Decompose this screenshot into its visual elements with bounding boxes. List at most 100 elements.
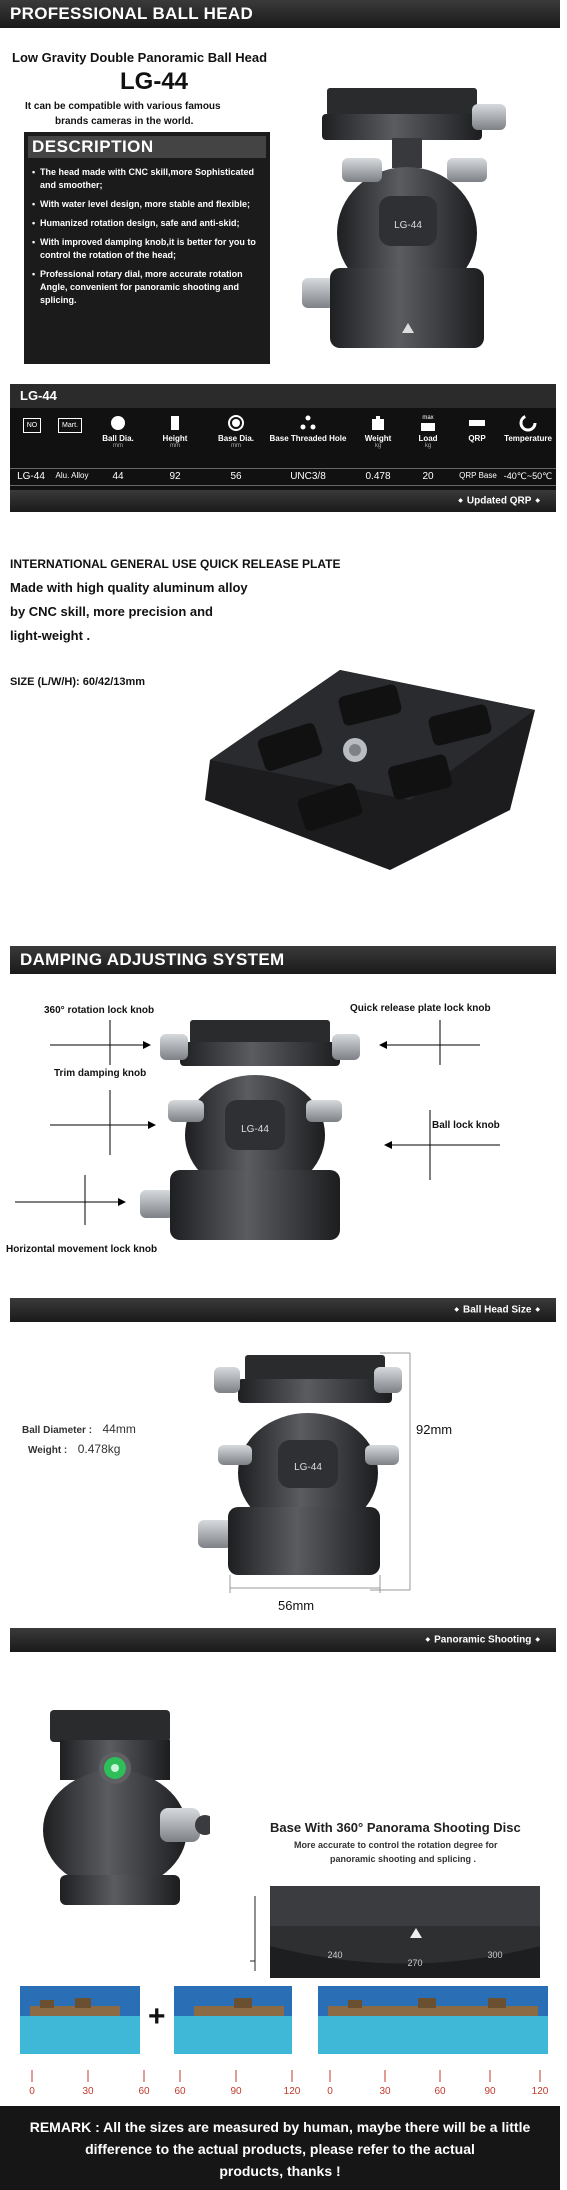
remark-line: REMARK : All the sizes are measured by h… <box>29 2119 531 2135</box>
description-panel: DESCRIPTION The head made with CNC skill… <box>24 132 270 364</box>
compat-line-2: brands cameras in the world. <box>55 116 194 127</box>
dial-mark: 240 <box>327 1950 342 1960</box>
panorama-title: Base With 360° Panorama Shooting Disc <box>270 1820 521 1835</box>
scale-mark: 60 <box>174 2086 186 2097</box>
spec-value: Alu. Alloy <box>55 471 89 480</box>
spec-col-material: Mart. <box>54 414 86 433</box>
product-subtitle: Low Gravity Double Panoramic Ball Head <box>12 50 268 65</box>
spec-value: UNC3/8 <box>290 471 326 482</box>
banner-title: PROFESSIONAL BALL HEAD <box>10 4 254 23</box>
remark-line: difference to the actual products, pleas… <box>85 2141 475 2157</box>
scale-mark: 120 <box>532 2086 549 2097</box>
load-icon: max <box>419 414 437 432</box>
weight-value: 0.478kg <box>77 1442 121 1456</box>
qrp-line: Made with high quality aluminum alloy <box>10 580 248 595</box>
top-banner: PROFESSIONAL BALL HEAD <box>0 0 560 28</box>
damping-banner: DAMPING ADJUSTING SYSTEM <box>10 946 556 974</box>
quick-release-plate-photo <box>205 670 535 870</box>
updated-qrp-banner: Updated QRP <box>10 490 556 512</box>
scale-mark: 120 <box>284 2086 301 2097</box>
thread-icon <box>299 414 317 432</box>
scale-mark: 90 <box>230 2086 242 2097</box>
ball-head-photo: LG-44 <box>302 88 506 348</box>
panorama-disc-detail: 240 270 300 <box>250 1886 540 1978</box>
angle-scales: 0 30 60 60 90 120 0 30 60 90 120 <box>29 2070 549 2097</box>
qrp-title: INTERNATIONAL GENERAL USE QUICK RELEASE … <box>10 557 341 571</box>
height-icon <box>166 414 184 432</box>
ball-diameter-value: 44mm <box>102 1422 136 1436</box>
plus-icon: + <box>148 2000 166 2033</box>
spec-value: LG-44 <box>17 471 45 482</box>
ball-head-size-banner: Ball Head Size <box>10 1298 556 1322</box>
panorama-sub-2: panoramic shooting and splicing . <box>330 1854 477 1864</box>
damping-diagram: LG-44 <box>15 1020 500 1240</box>
base-dimension: 56mm <box>278 1598 315 1613</box>
spec-header: LG-44 <box>10 384 556 408</box>
panorama-head-photo <box>43 1710 210 1905</box>
spec-value: 56 <box>230 471 242 482</box>
description-title: DESCRIPTION <box>28 136 266 158</box>
spec-col-no: NO <box>18 414 46 433</box>
weight-icon <box>369 414 387 432</box>
spec-col-ball: Ball Dia. mm <box>88 414 148 449</box>
dial-mark: 270 <box>407 1958 422 1968</box>
description-item: With improved damping knob,it is better … <box>32 236 262 262</box>
spec-col-qrp: QRP <box>456 414 498 443</box>
description-item: With water level design, more stable and… <box>32 198 262 211</box>
description-item: The head made with CNC skill,more Sophis… <box>32 166 262 192</box>
spec-value: 92 <box>169 471 181 482</box>
qrp-line: light-weight . <box>10 628 91 643</box>
remark-panel: REMARK : All the sizes are measured by h… <box>0 2106 560 2190</box>
banner-label: Updated QRP <box>458 490 540 513</box>
head-engraving: LG-44 <box>241 1124 269 1135</box>
spec-col-temp: Temperature <box>500 414 556 443</box>
spec-value: 44 <box>112 471 124 482</box>
panorama-photo-2 <box>174 1986 292 2054</box>
spec-value: 0.478 <box>365 471 391 482</box>
label-rotation-lock: 360° rotation lock knob <box>44 1005 155 1016</box>
label-qrp-lock: Quick release plate lock knob <box>350 1003 491 1014</box>
spec-value: 20 <box>422 471 434 482</box>
scale-mark: 90 <box>484 2086 496 2097</box>
scale-mark: 0 <box>29 2086 35 2097</box>
spec-col-load: max Load kg <box>418 414 438 449</box>
qrp-line: by CNC skill, more precision and <box>10 604 213 619</box>
panoramic-banner: Panoramic Shooting <box>10 1628 556 1652</box>
load-max-tag: max <box>422 415 434 421</box>
spec-col-height: Height mm <box>150 414 200 449</box>
spec-col-weight: Weight kg <box>354 414 402 449</box>
ball-head-size-photo: LG-44 <box>198 1352 411 1593</box>
spec-values-row: LG-44 Alu. Alloy 44 92 56 UNC3/8 0.478 2… <box>10 468 556 486</box>
remark-line: products, thanks ! <box>219 2163 341 2179</box>
weight-label: Weight : <box>28 1445 68 1456</box>
spec-col-thread: Base Threaded Hole <box>266 414 350 443</box>
ball-diameter-label: Ball Diameter : <box>22 1425 93 1436</box>
description-item: Humanized rotation design, safe and anti… <box>32 217 262 230</box>
qrp-icon <box>468 414 486 432</box>
spec-col-base: Base Dia. mm <box>206 414 266 449</box>
label-ball-lock: Ball lock knob <box>432 1120 500 1131</box>
compat-text: It can be compatible with various famous… <box>25 99 265 129</box>
head-engraving: LG-44 <box>294 1462 322 1473</box>
spec-value: -40℃~50℃ <box>503 471 553 481</box>
dial-mark: 300 <box>487 1950 502 1960</box>
scale-mark: 0 <box>327 2086 333 2097</box>
banner-label: Ball Head Size <box>454 1298 540 1323</box>
description-item: Professional rotary dial, more accurate … <box>32 268 262 307</box>
scale-mark: 30 <box>82 2086 94 2097</box>
scale-mark: 30 <box>379 2086 391 2097</box>
banner-label: Panoramic Shooting <box>426 1628 540 1653</box>
no-badge: NO <box>22 418 42 433</box>
ball-icon <box>109 414 127 432</box>
product-model: LG-44 <box>120 68 189 95</box>
panorama-photo-merged <box>318 1986 548 2054</box>
head-engraving: LG-44 <box>394 220 422 231</box>
panorama-sub-1: More accurate to control the rotation de… <box>294 1840 498 1850</box>
banner-title: DAMPING ADJUSTING SYSTEM <box>20 950 285 969</box>
qrp-size: SIZE (L/W/H): 60/42/13mm <box>10 676 146 688</box>
ball-diameter: Ball Diameter : 44mm <box>22 1420 136 1438</box>
weight: Weight : 0.478kg <box>28 1440 120 1458</box>
panorama-photo-1 <box>20 1986 140 2054</box>
base-icon <box>227 414 245 432</box>
material-badge: Mart. <box>58 418 82 433</box>
